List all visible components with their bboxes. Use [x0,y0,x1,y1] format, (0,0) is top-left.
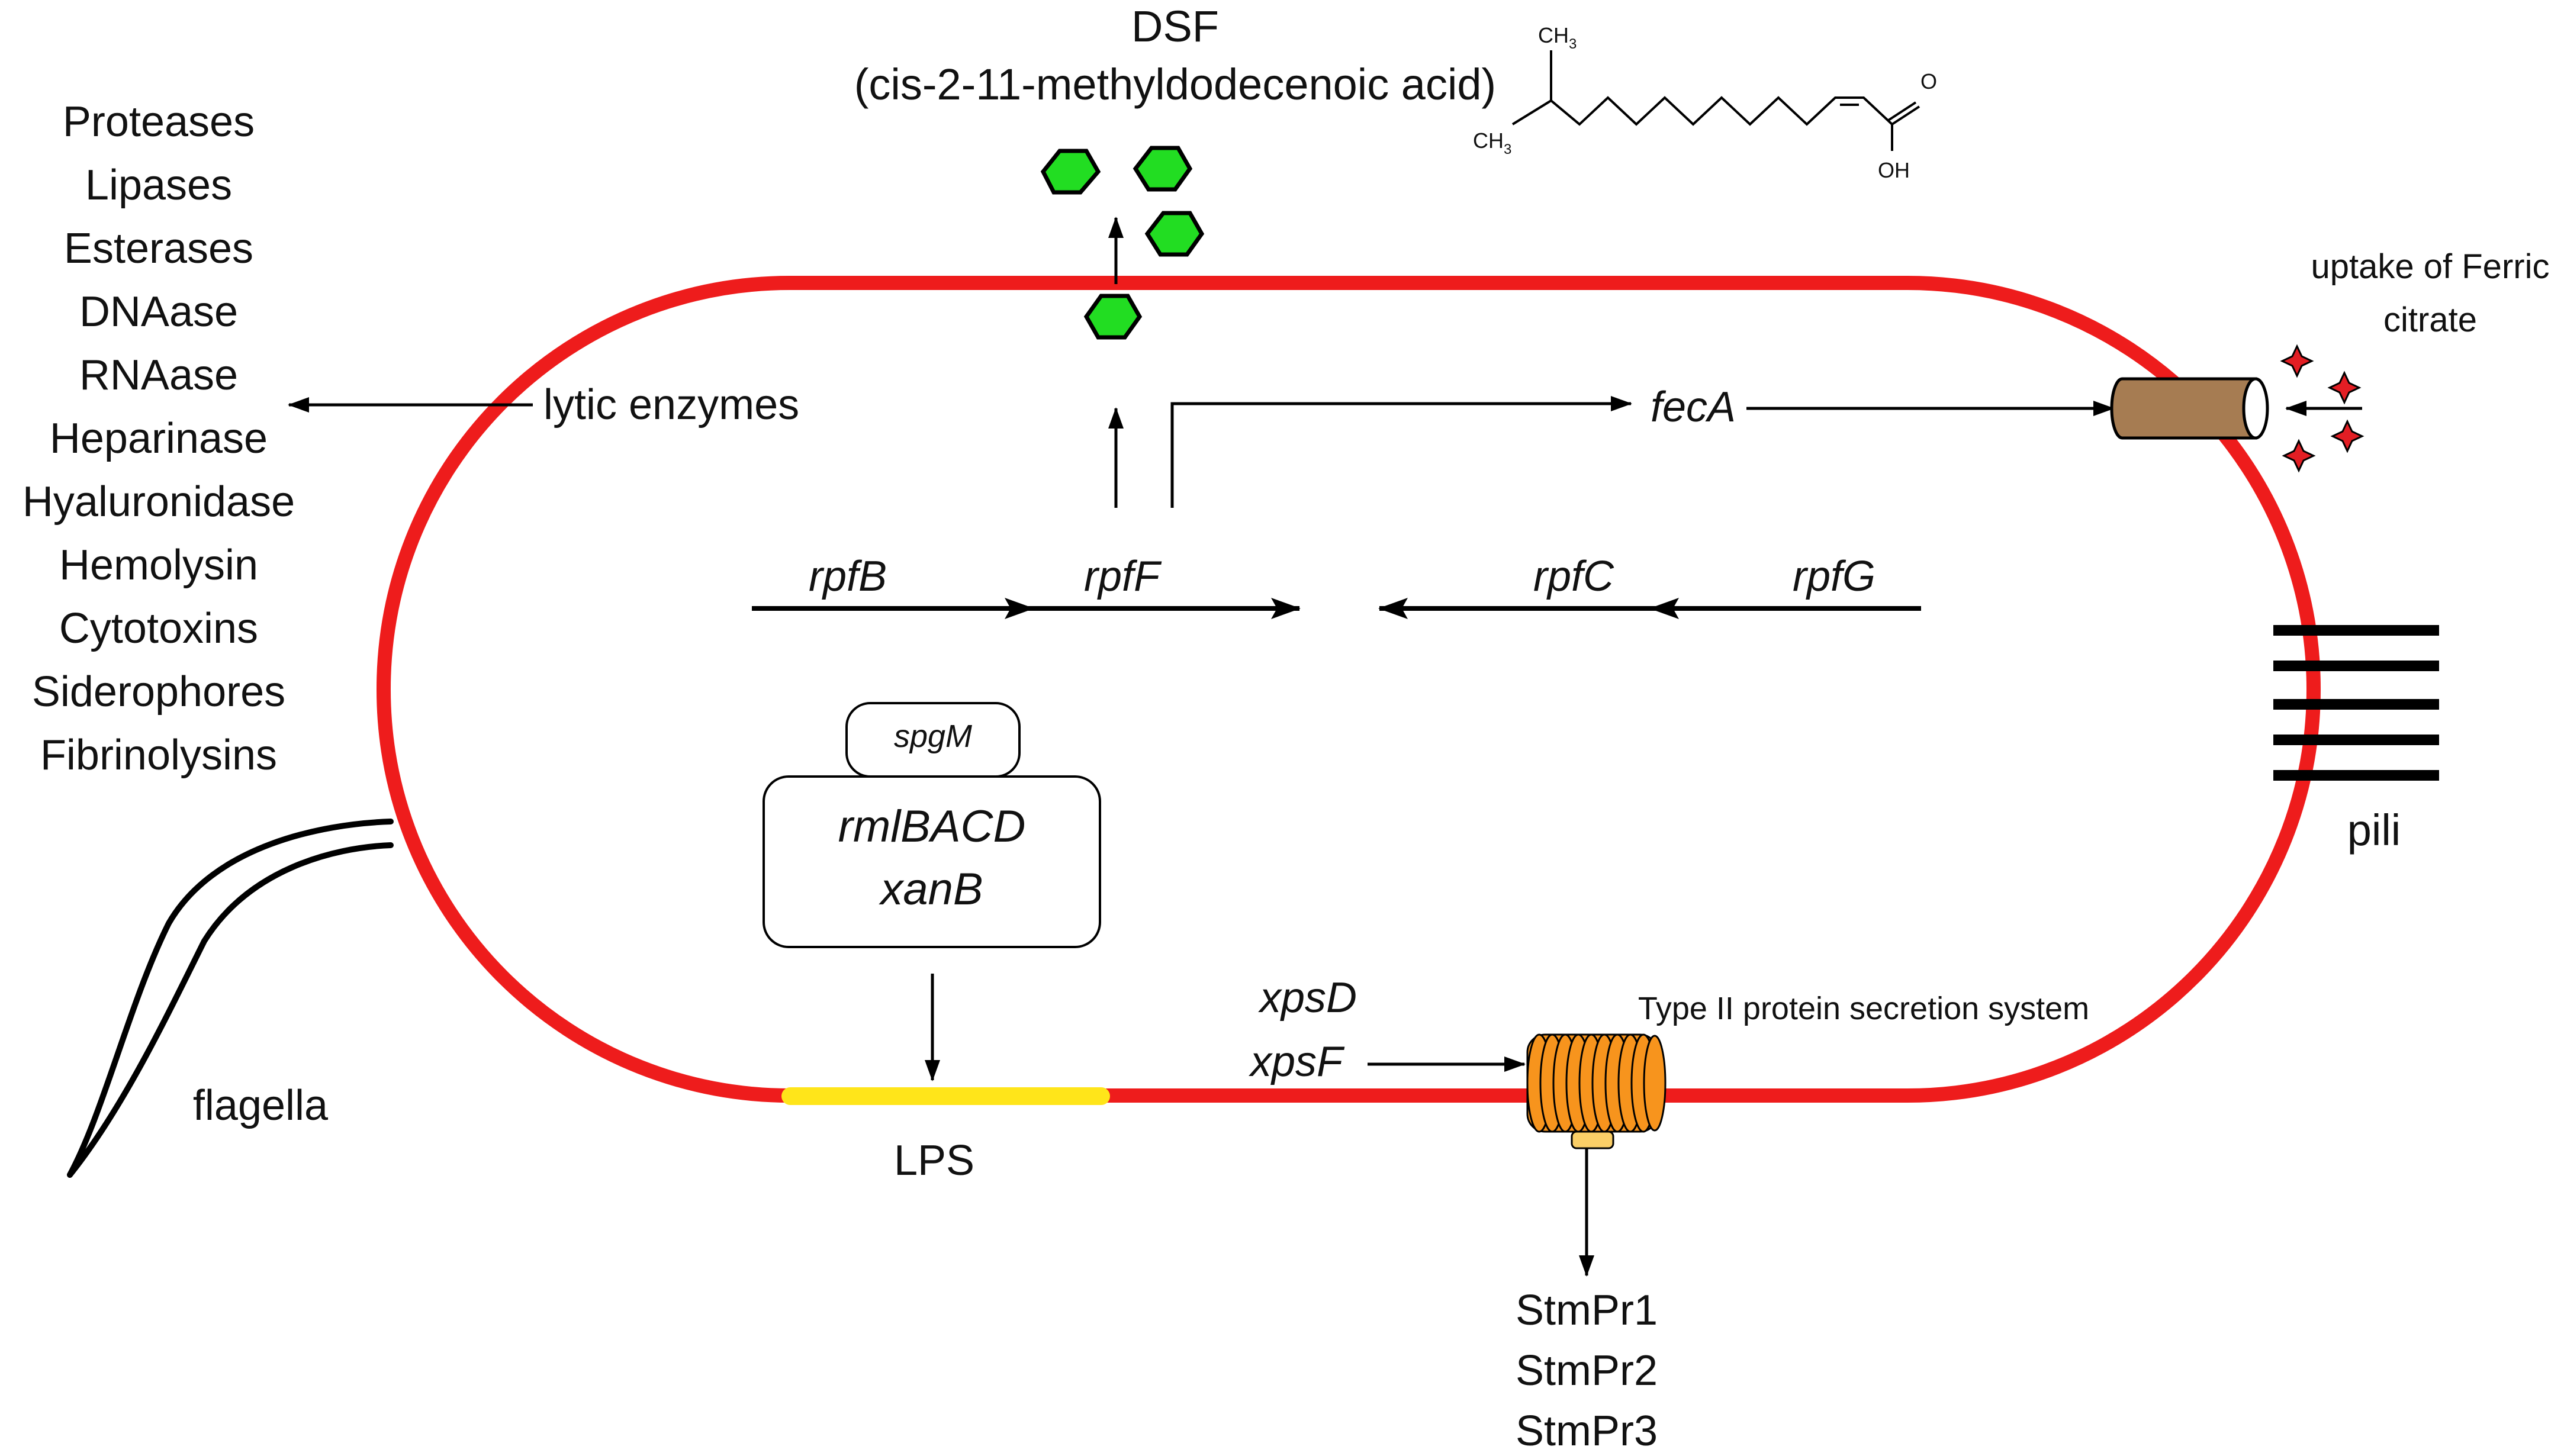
feca-transporter [2110,377,2269,440]
lps-band [781,1087,1110,1105]
ferric-particle [2327,371,2362,405]
type2-secretion-system [1526,1033,1667,1149]
gene-rpfg: rpfG [1793,553,1875,600]
enzyme-item: RNAase [79,352,238,399]
dsf-molecules [1040,146,1205,340]
dsf-chemical-structure [1511,50,1920,151]
gene-spgm: spgM [894,719,972,754]
ferric-citrate-particles [2280,344,2364,473]
rml-box [763,775,1101,948]
secreted-protein: StmPr2 [1516,1347,1658,1394]
enzyme-item: Cytotoxins [59,605,258,652]
pili-label: pili [2347,806,2401,855]
chem-ch3-top: CH3 [1538,23,1577,52]
dsf-molecule [1133,146,1193,192]
lps-label: LPS [894,1137,974,1184]
gene-xpsf: xpsF [1249,1038,1345,1085]
t2ss-label: Type II protein secretion system [1638,991,2089,1026]
gene-rpfb: rpfB [809,553,887,600]
enzyme-item: Hyaluronidase [22,478,295,526]
enzyme-item: Fibrinolysins [40,732,277,779]
pili [2273,625,2439,781]
chem-ch3-left: CH3 [1473,128,1511,157]
ferric-label-line2: citrate [2383,301,2477,339]
ferric-particle [2282,439,2316,473]
dsf-molecule [1040,149,1101,195]
ferric-particle [2280,344,2314,378]
lytic-enzymes-label: lytic enzymes [543,381,799,429]
enzyme-item: Heparinase [50,415,268,462]
enzyme-item: DNAase [79,288,238,336]
gene-rpff: rpfF [1084,553,1162,600]
gene-xanb: xanB [878,864,983,914]
dsf-title: DSF [1131,2,1219,51]
cell-membrane [377,276,2321,1103]
chem-hydroxyl: OH [1878,158,1910,182]
lytic-enzyme-list: Proteases Lipases Esterases DNAase RNAas… [22,98,295,779]
chem-carbonyl-o: O [1920,69,1937,94]
enzyme-item: Siderophores [32,668,285,716]
gene-feca: fecA [1651,384,1736,431]
ferric-particle [2330,419,2364,453]
enzyme-item: Esterases [64,225,253,272]
secreted-protein: StmPr1 [1516,1287,1658,1334]
arrow-rpff-to-feca [1170,396,1632,508]
secreted-protein: StmPr3 [1516,1407,1658,1455]
enzyme-item: Lipases [85,162,232,209]
flagella-label: flagella [193,1082,329,1129]
gene-rpfc: rpfC [1533,553,1614,600]
enzyme-item: Proteases [63,98,255,146]
dsf-subtitle: (cis-2-11-methyldodecenoic acid) [854,60,1496,109]
flagella-structure [67,819,394,1178]
gene-rmlbacd: rmlBACD [838,801,1026,852]
dsf-molecule [1083,294,1143,340]
gene-xpsd: xpsD [1258,974,1357,1022]
enzyme-item: Hemolysin [59,542,258,589]
dsf-molecule [1144,211,1205,257]
ferric-label-line1: uptake of Ferric [2311,247,2550,286]
